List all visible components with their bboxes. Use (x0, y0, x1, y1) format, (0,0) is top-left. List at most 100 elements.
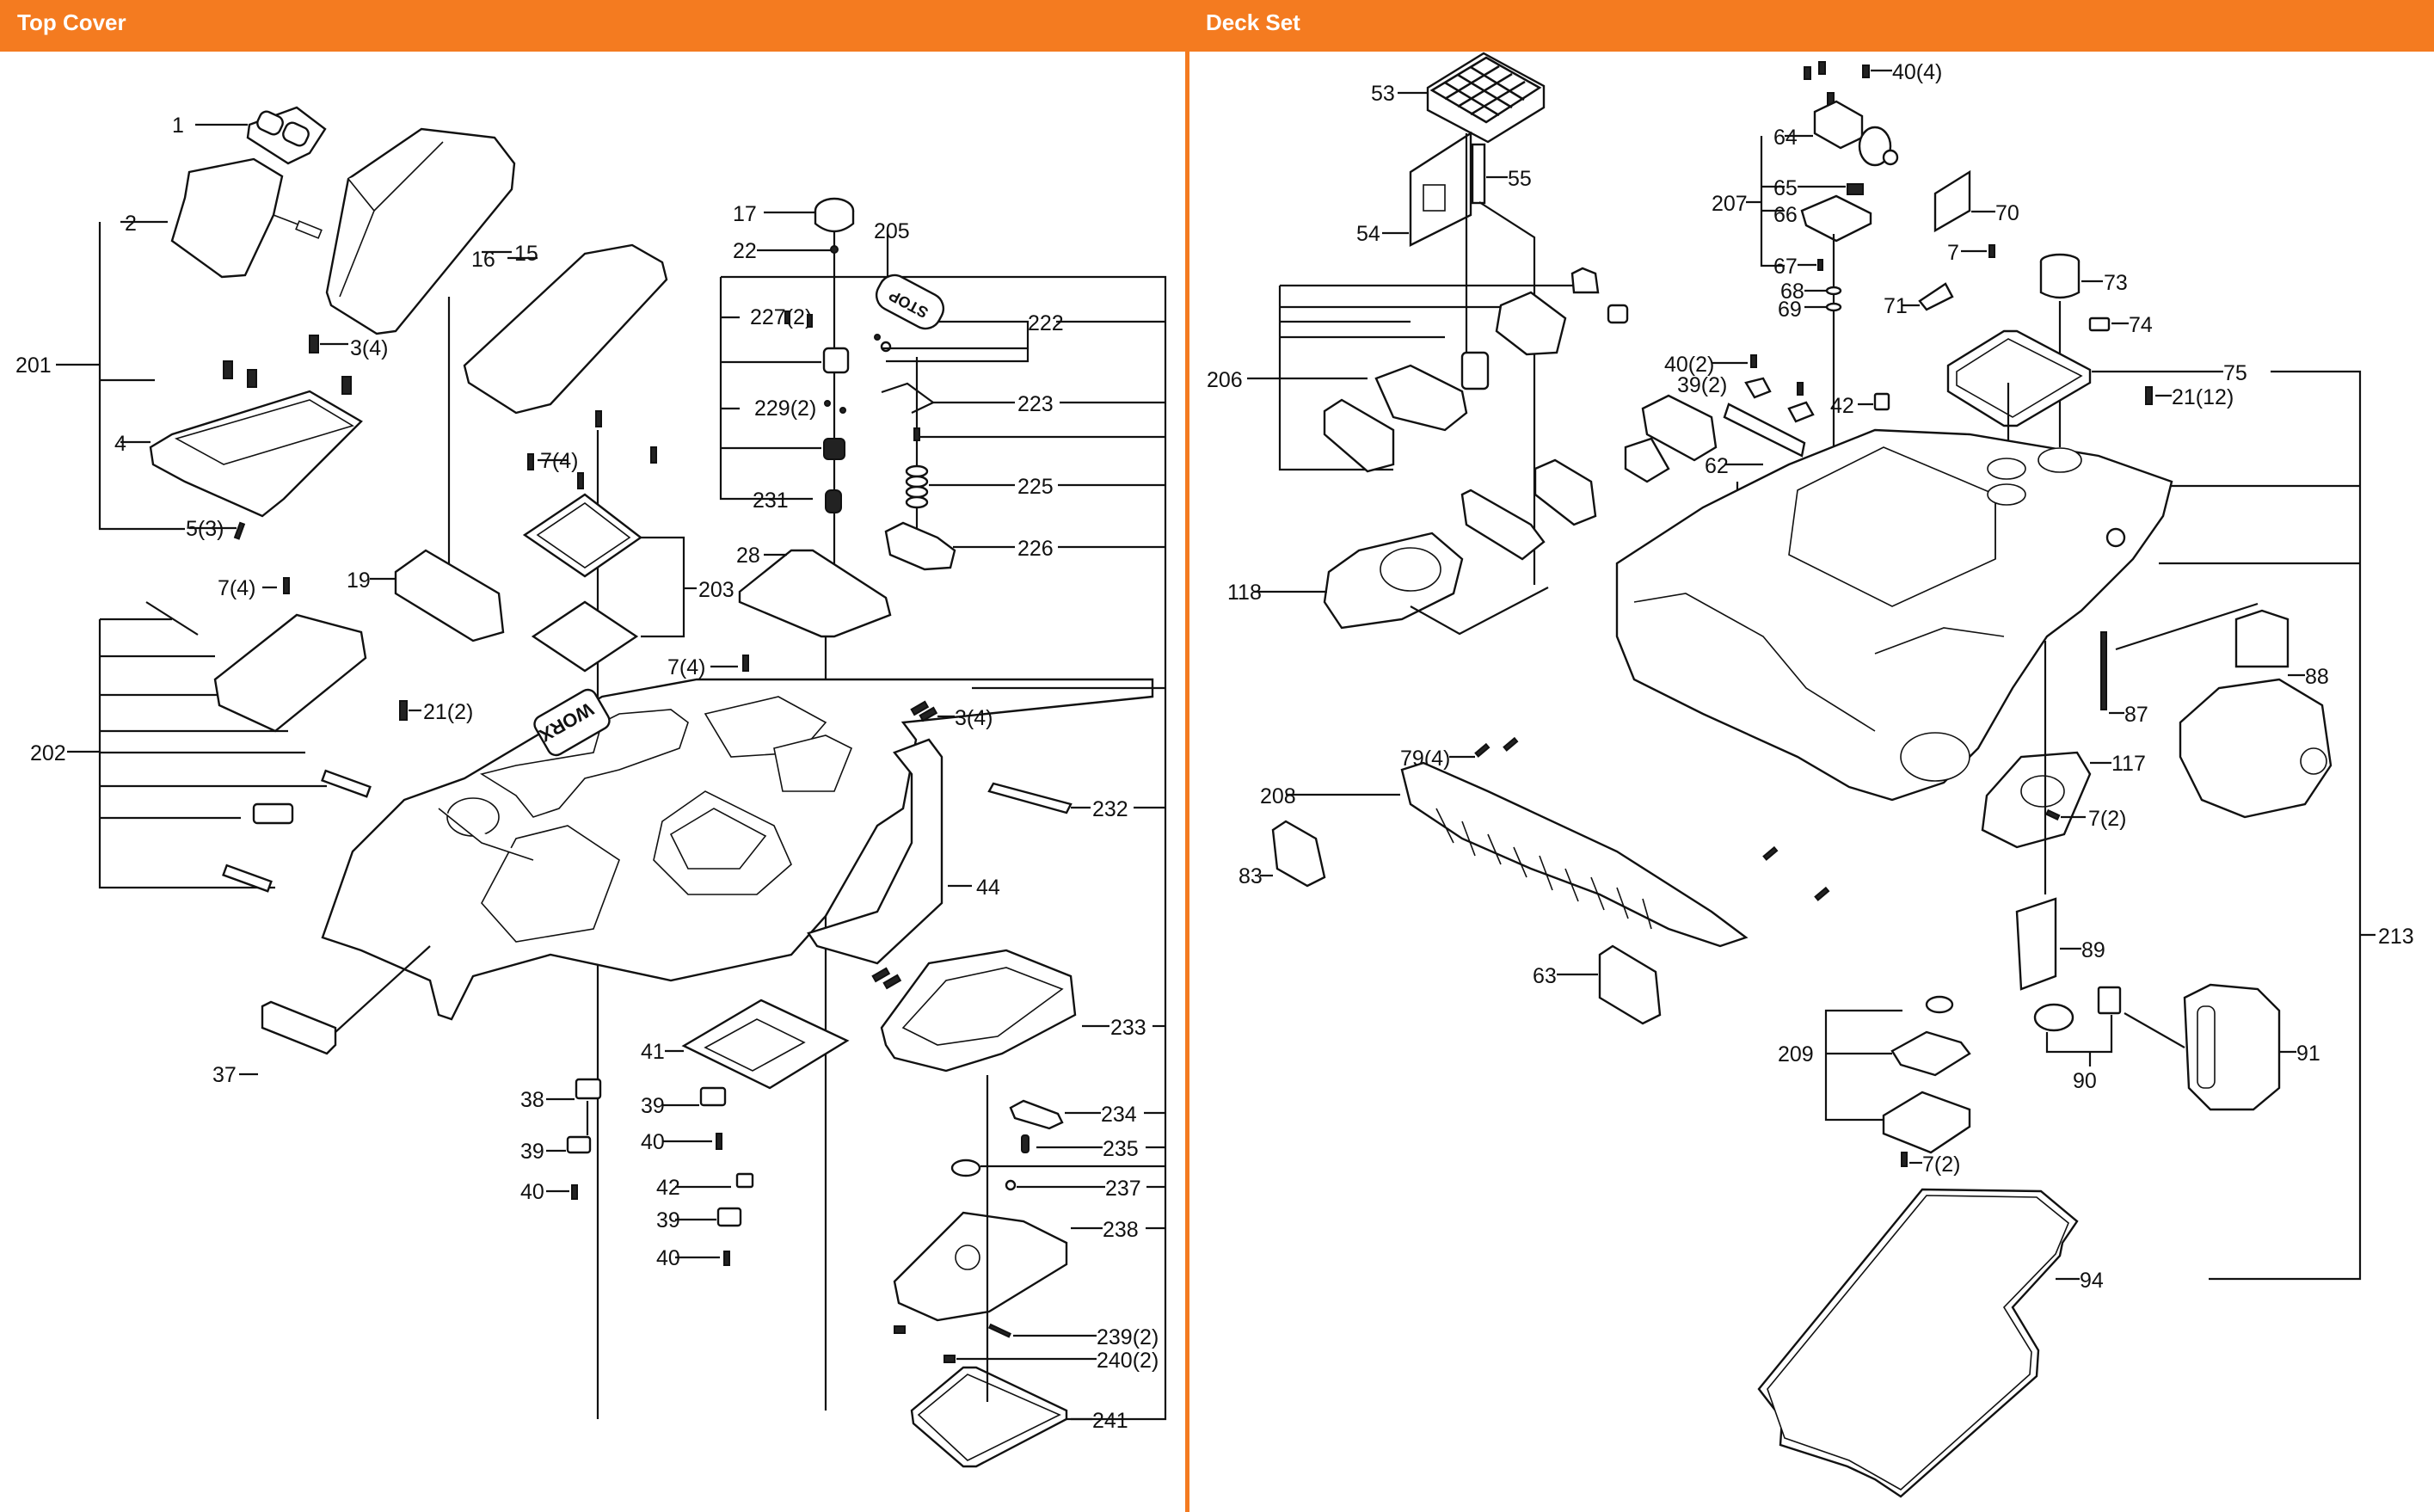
callout-75: 75 (2223, 361, 2247, 385)
callout-201: 201 (15, 353, 52, 378)
callout-209: 209 (1778, 1042, 1814, 1066)
callout-53: 53 (1371, 82, 1395, 106)
callout-234: 234 (1101, 1103, 1137, 1127)
callout-240-2: 240(2) (1097, 1349, 1159, 1373)
callout-28: 28 (736, 544, 760, 568)
callout-229-2: 229(2) (754, 396, 816, 421)
part-1-button-pad (246, 106, 327, 165)
callout-40-c: 40 (656, 1246, 680, 1270)
callout-7-2-a: 7(2) (2088, 807, 2126, 831)
callout-39-2: 39(2) (1677, 373, 1727, 397)
callout-65: 65 (1773, 176, 1798, 200)
callout-41: 41 (641, 1040, 665, 1064)
callout-21-2: 21(2) (423, 700, 473, 724)
callout-226: 226 (1017, 537, 1054, 561)
callout-241: 241 (1092, 1409, 1128, 1433)
callout-7-4-c: 7(4) (667, 655, 705, 679)
part-233-cover (880, 949, 1077, 1073)
part-37-badge (261, 1000, 337, 1055)
callout-64: 64 (1773, 126, 1798, 150)
part-222-stop-button: STOP (874, 274, 945, 353)
part-top-cover-body: WORX (321, 678, 1154, 1021)
callout-39-a: 39 (520, 1140, 544, 1164)
part-19-tray (394, 549, 505, 642)
callout-70: 70 (1995, 201, 2019, 225)
callout-54: 54 (1356, 222, 1380, 246)
callout-3-4-b: 3(4) (955, 706, 993, 730)
callout-231: 231 (753, 489, 789, 513)
part-88-wheel-motor (2179, 609, 2333, 819)
callout-90: 90 (2073, 1069, 2097, 1093)
part-2-switch-housing (170, 157, 323, 279)
callout-117: 117 (2111, 752, 2146, 776)
callout-7: 7 (1947, 241, 1959, 265)
callout-232: 232 (1092, 797, 1128, 821)
callout-239-2: 239(2) (1097, 1325, 1159, 1349)
callout-62: 62 (1705, 454, 1729, 478)
part-64-motor (1813, 100, 1899, 167)
callout-238: 238 (1103, 1218, 1139, 1242)
part-73-cylinder (2039, 253, 2081, 299)
callout-63: 63 (1533, 964, 1557, 988)
callout-38: 38 (520, 1088, 544, 1112)
part-17-knob (814, 197, 855, 233)
callout-208: 208 (1260, 784, 1296, 808)
section-title: Deck Set (1206, 9, 1300, 35)
section-header-deck-set: Deck Set (1187, 0, 2434, 52)
callout-39-c: 39 (656, 1208, 680, 1232)
section-header-top-cover: Top Cover (0, 0, 1187, 52)
callout-87: 87 (2124, 703, 2148, 727)
callout-83: 83 (1239, 864, 1263, 888)
callout-223: 223 (1017, 392, 1054, 416)
callout-68: 68 (1780, 280, 1804, 304)
deck-set-diagram: 40(4) 53 54 55 64 207 (1207, 52, 2414, 1498)
callout-1: 1 (172, 114, 184, 138)
top-cover-diagram: 1 2 201 3(4) 4 5( (15, 106, 1167, 1468)
callout-202: 202 (30, 741, 66, 765)
callout-7-4-b: 7(4) (218, 576, 255, 600)
callout-40-2: 40(2) (1664, 353, 1714, 377)
callout-40-4: 40(4) (1892, 60, 1942, 84)
callout-235: 235 (1103, 1137, 1139, 1161)
callout-2: 2 (125, 212, 137, 236)
part-225-spring (905, 464, 929, 509)
part-53-grid-cover (1426, 52, 1546, 144)
callout-55: 55 (1508, 167, 1532, 191)
callout-16: 16 (471, 248, 495, 272)
callout-15: 15 (514, 242, 538, 266)
callout-227-2: 227(2) (750, 305, 812, 329)
part-202-latch-assembly (145, 601, 372, 893)
part-3-screws (223, 335, 352, 395)
callout-42: 42 (656, 1176, 680, 1200)
callout-205: 205 (874, 219, 910, 243)
section-divider (1185, 48, 1189, 1512)
callout-203: 203 (698, 578, 735, 602)
callout-71: 71 (1884, 294, 1908, 318)
section-title: Top Cover (17, 9, 126, 35)
callout-22: 22 (733, 239, 757, 263)
part-91-battery (2183, 983, 2281, 1111)
callout-37: 37 (212, 1063, 237, 1087)
callout-89: 89 (2081, 938, 2105, 962)
part-118-cover (1323, 532, 1464, 630)
callout-19: 19 (347, 569, 371, 593)
callout-7-2-b: 7(2) (1922, 1152, 1960, 1177)
part-94-deck-gasket (1757, 1188, 2079, 1498)
callout-7-4-a: 7(4) (540, 449, 578, 473)
callout-40-b: 40 (641, 1130, 665, 1154)
callout-73: 73 (2104, 271, 2128, 295)
callout-233: 233 (1110, 1016, 1146, 1040)
callout-118: 118 (1227, 581, 1262, 605)
callout-4: 4 (114, 432, 126, 456)
part-238-base-plate (893, 1211, 1068, 1322)
part-203-filter-frames (522, 493, 643, 673)
callout-3-4: 3(4) (350, 336, 388, 360)
callout-206: 206 (1207, 368, 1243, 392)
callout-69: 69 (1778, 298, 1802, 322)
callout-88: 88 (2305, 665, 2329, 689)
callout-5-3: 5(3) (186, 517, 224, 541)
callout-42-r: 42 (1830, 394, 1854, 418)
part-16-lid (463, 243, 668, 415)
part-deck-body (1615, 428, 2173, 802)
